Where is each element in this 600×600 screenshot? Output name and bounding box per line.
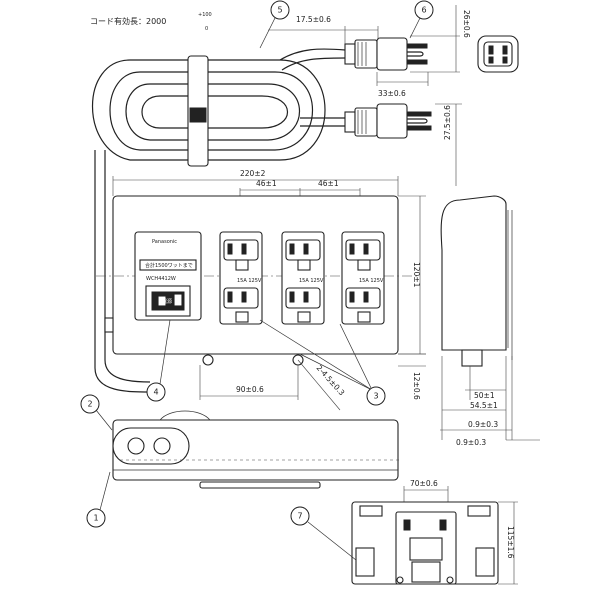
cord-length-text: コード有効長：2000 [90, 16, 166, 26]
callout-2: 2 [87, 400, 92, 409]
label-max-watt: 合計1500ワットまで [145, 262, 193, 269]
dim-total-width: 220±2 [240, 169, 266, 178]
callout-5: 5 [277, 6, 282, 15]
dim-side-a: 50±1 [474, 391, 495, 400]
dim-spacing-a: 46±1 [256, 179, 277, 188]
dim-spacing-b: 46±1 [318, 179, 339, 188]
side-view: 50±1 54.5±1 0.9±0.3 0.9±0.3 [440, 195, 540, 447]
dim-plug-side: 26±0.6 [462, 10, 471, 38]
dim-hole-spec: 2-4.5±0.3 [315, 363, 347, 397]
brand-label: Panasonic [152, 239, 177, 245]
plug-end-view [477, 35, 519, 73]
callout-7: 7 [297, 512, 302, 521]
callout-6: 6 [421, 6, 426, 15]
callout-1: 1 [93, 514, 98, 523]
outlet-group-1: 15A 125V [219, 231, 263, 325]
plug-second [344, 103, 432, 139]
back-plate-view: 70±0.6 115±1.6 [351, 479, 518, 585]
switch-label: 電源 [162, 298, 172, 305]
dim-plug-side-2: 27.5±0.6 [443, 105, 452, 140]
callout-4: 4 [153, 388, 158, 397]
outlet-strip-front: 220±2 46±1 46±1 120±1 Panasonic 合計1500ワッ… [96, 169, 426, 411]
cord-tolerance-minus: 0 [205, 26, 208, 32]
outlet-1-rating: 15A 125V [237, 278, 262, 284]
dim-height: 120±1 [412, 262, 421, 288]
dim-hole-distance: 90±0.6 [236, 385, 264, 394]
outlet-2-rating: 15A 125V [299, 278, 324, 284]
dim-depth-small: 12±0.6 [412, 372, 421, 400]
plug-top [344, 37, 428, 71]
coiled-cord [91, 48, 346, 393]
dim-side-d: 0.9±0.3 [456, 438, 486, 447]
dim-side-b: 54.5±1 [470, 401, 498, 410]
dim-plug-tip: 17.5±0.6 [296, 15, 331, 24]
outlet-strip-bottom-view [112, 410, 400, 489]
cord-length-note: コード有効長：2000 +100 0 [90, 12, 212, 32]
outlet-group-3: 15A 125V [341, 231, 385, 325]
dim-plug-width: 33±0.6 [378, 89, 406, 98]
outlet-group-2: 15A 125V [281, 231, 325, 325]
label-model: WCH4412W [146, 276, 176, 282]
callout-3: 3 [373, 392, 378, 401]
callouts: 1 2 3 4 5 6 7 [80, 0, 434, 561]
outlet-3-rating: 15A 125V [359, 278, 384, 284]
dim-bottom-width: 70±0.6 [410, 479, 438, 488]
dim-bottom-height: 115±1.6 [506, 526, 515, 559]
cord-tolerance-plus: +100 [198, 12, 212, 18]
dim-side-c: 0.9±0.3 [468, 420, 498, 429]
plug-dimensions: 17.5±0.6 33±0.6 26±0.6 27.5±0.6 [268, 5, 471, 186]
